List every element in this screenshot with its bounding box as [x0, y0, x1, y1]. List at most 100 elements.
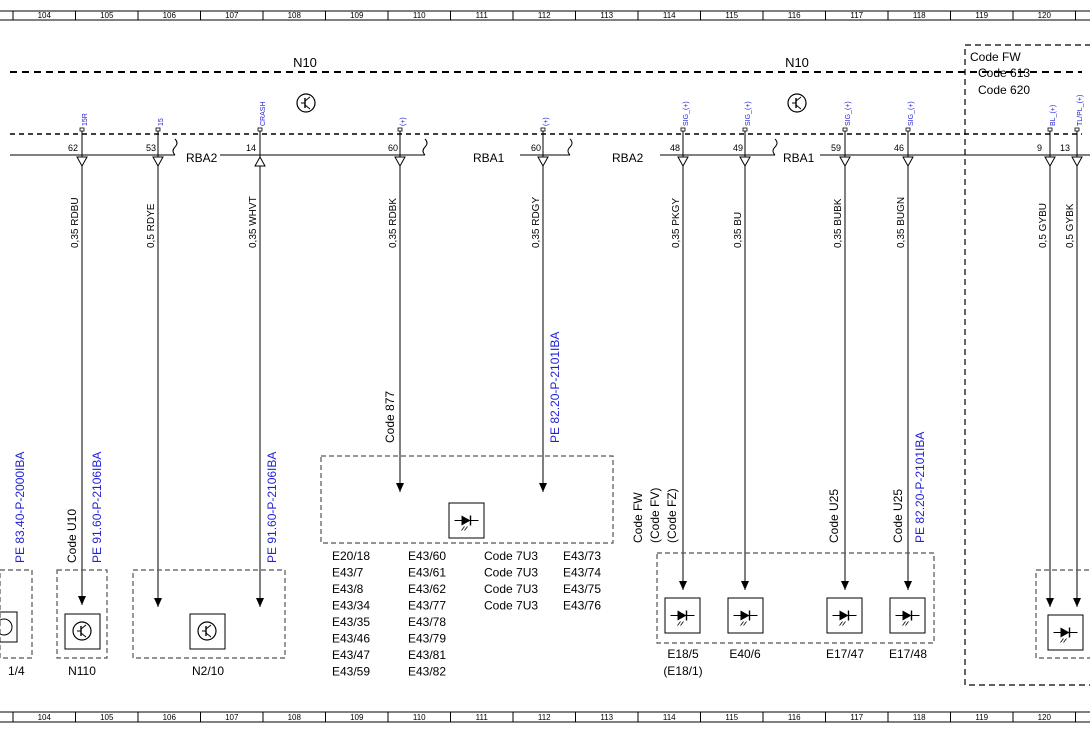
ruler-label: 118	[913, 713, 926, 722]
signal-label: TL/PL_(+)	[1077, 95, 1084, 126]
wire-label: 0,35 PKGY	[671, 198, 682, 248]
transistor-icon	[296, 93, 316, 113]
ruler-label: 112	[538, 713, 551, 722]
ruler-label: 104	[38, 11, 52, 20]
pin-number: 62	[68, 143, 78, 153]
ruler-label: 110	[413, 713, 426, 722]
ruler-label: 107	[225, 713, 239, 722]
e-list-code: Code 7U3	[484, 566, 538, 580]
e-list-code: Code 7U3	[484, 582, 538, 596]
ruler-label: 113	[600, 11, 613, 20]
ruler-label: 109	[350, 713, 364, 722]
component-boxes	[0, 455, 1090, 659]
pin-number: 60	[531, 143, 541, 153]
reference-link[interactable]: PE 91.60-P-2106IBA	[90, 452, 104, 563]
wire-label: 0,35 RDBU	[70, 197, 81, 248]
signal-label: SIG_(+)	[845, 101, 852, 126]
connector-lines	[10, 138, 1090, 156]
code-fw-box-line: Code 620	[978, 83, 1030, 97]
wire: SIG_(+)490,35 BU	[733, 101, 752, 590]
connector-label: RBA1	[783, 151, 815, 165]
code-label: (Code FZ)	[665, 488, 679, 543]
ruler-bottom	[0, 711, 1090, 723]
signal-label: (+)	[543, 117, 550, 126]
code-label: Code U25	[827, 489, 841, 543]
e-list-item: E43/61	[408, 566, 446, 580]
ruler-label: 111	[476, 713, 489, 722]
ruler-label: 112	[538, 11, 551, 20]
code-fw-box	[964, 44, 1090, 686]
ruler-label: 115	[725, 713, 738, 722]
ruler-label: 106	[163, 713, 177, 722]
reference-link[interactable]: PE 83.40-P-2000IBA	[13, 452, 27, 563]
e-list-item: E43/47	[332, 648, 370, 662]
component-label: E18/5	[667, 647, 699, 661]
led-icon	[889, 597, 926, 634]
component-label: N110	[68, 664, 96, 678]
e-list-item: E43/82	[408, 665, 446, 679]
component-label: N2/10	[192, 664, 224, 678]
e-list-item: E43/46	[332, 632, 370, 646]
ruler-label: 108	[288, 713, 302, 722]
ruler-label: 117	[850, 713, 863, 722]
wire-label: 0,35 BU	[733, 212, 744, 248]
e-list-item: E43/60	[408, 549, 446, 563]
signal-label: 15	[158, 118, 165, 126]
e-list-item: E43/76	[563, 599, 601, 613]
e-list-item: E20/18	[332, 549, 370, 563]
wire-label: 0,5 GYBU	[1038, 203, 1049, 248]
led-icon	[664, 597, 701, 634]
wire: SIG_(+)590,35 BUBK	[831, 101, 852, 590]
pin-number: 49	[733, 143, 743, 153]
e-list-item: E43/78	[408, 615, 446, 629]
e-list-item: E43/62	[408, 582, 446, 596]
reference-link[interactable]: PE 82.20-P-2101IBA	[913, 432, 927, 543]
signal-label: (+)	[400, 117, 407, 126]
ruler-label: 117	[850, 11, 863, 20]
e-list-item: E43/79	[408, 632, 446, 646]
ruler-label: 104	[38, 713, 52, 722]
ruler-label: 120	[1038, 11, 1052, 20]
led-icon	[727, 597, 764, 634]
component-label: E17/48	[889, 647, 927, 661]
connector-label: RBA2	[612, 151, 644, 165]
component-label: (E18/1)	[663, 664, 702, 678]
code-fw-box-line: Code 613	[978, 66, 1030, 80]
component-partial-left	[0, 611, 18, 643]
ruler-label: 107	[225, 11, 239, 20]
connector-label: RBA2	[186, 151, 218, 165]
wire-label: 0,5 RDYE	[146, 203, 157, 248]
ruler-label: 114	[663, 11, 676, 20]
led-icon	[448, 502, 485, 539]
wire: SIG_(+) 48 0,35 PKGY	[670, 101, 690, 590]
e-list-item: E43/74	[563, 566, 601, 580]
signal-label: CRASH	[260, 101, 267, 126]
ruler-label: 119	[975, 713, 988, 722]
transistor-icon	[64, 613, 101, 650]
ruler-label: 111	[476, 11, 489, 20]
e-list-code: Code 7U3	[484, 549, 538, 563]
e-list-item: E43/75	[563, 582, 601, 596]
wire: (+)600,35 RDBK	[388, 117, 407, 492]
e-list-item: E43/35	[332, 615, 370, 629]
led-icon	[1047, 614, 1084, 651]
code-label: Code 877	[383, 391, 397, 443]
reference-link[interactable]: PE 82.20-P-2101IBA	[548, 332, 562, 443]
ruler-label: 118	[913, 11, 926, 20]
ruler-label: 120	[1038, 713, 1052, 722]
pin-number: 13	[1060, 143, 1070, 153]
transistor-icon	[189, 613, 226, 650]
wire-label: 0,35 BUGN	[896, 197, 907, 248]
pin-number: 48	[670, 143, 680, 153]
led-icon	[826, 597, 863, 634]
e-list-item: E43/77	[408, 599, 446, 613]
wire-label: 0,35 WHVT	[248, 196, 259, 248]
code-label: (Code FV)	[648, 488, 662, 543]
e-list-item: E43/8	[332, 582, 364, 596]
reference-link[interactable]: PE 91.60-P-2106IBA	[265, 452, 279, 563]
component-label: E17/47	[826, 647, 864, 661]
pin-number: 9	[1037, 143, 1042, 153]
signal-label: SIG_(+)	[683, 101, 690, 126]
